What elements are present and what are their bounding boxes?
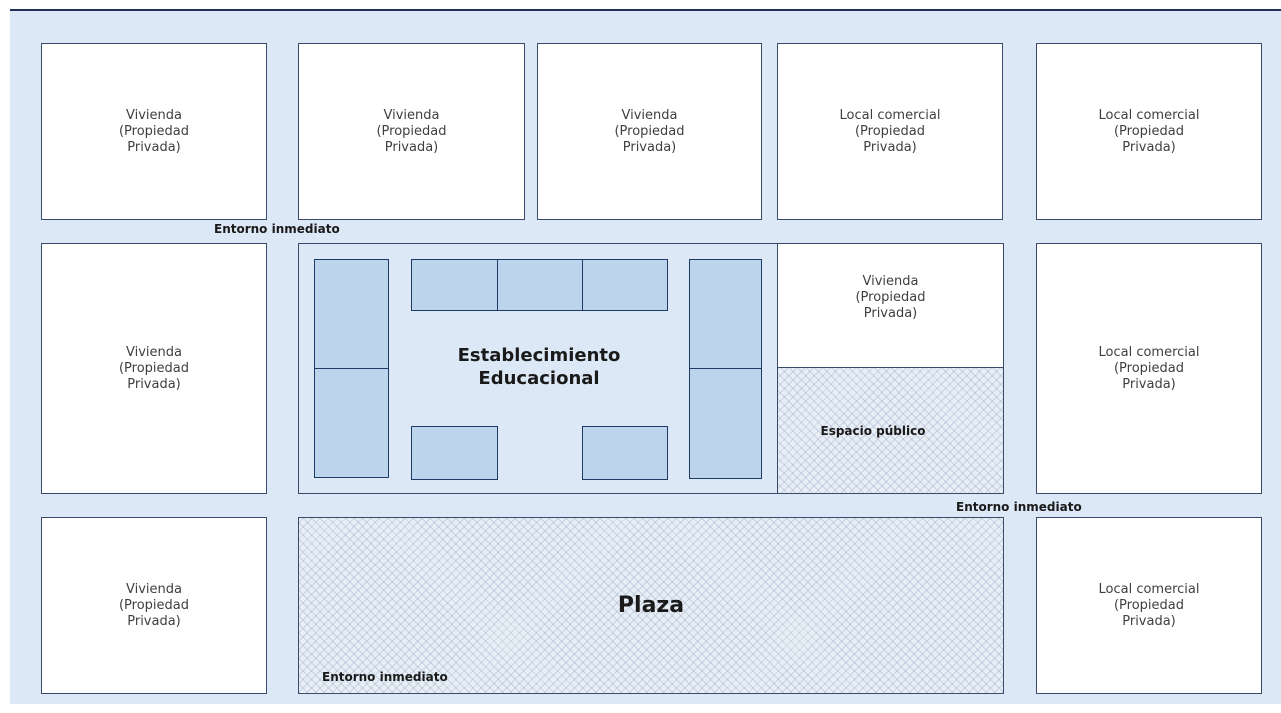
classroom: [689, 259, 762, 369]
block-label: Local comercial (Propiedad Privada): [1098, 344, 1200, 392]
block-label: Vivienda (Propiedad Privada): [118, 344, 190, 392]
classroom: [582, 426, 668, 480]
block-label: Vivienda (Propiedad Privada): [614, 107, 685, 155]
classroom: [314, 368, 389, 478]
classroom: [411, 259, 498, 311]
block-local-r3c5: Local comercial (Propiedad Privada): [1036, 517, 1262, 694]
plaza-label: Plaza: [617, 593, 685, 618]
block-vivienda-r1c3: Vivienda (Propiedad Privada): [537, 43, 762, 220]
block-label: Vivienda (Propiedad Privada): [855, 274, 926, 321]
classroom: [497, 259, 583, 311]
espacio-publico-label: Espacio público: [820, 423, 926, 438]
entorno-label-right: Entorno inmediato: [956, 500, 1082, 514]
block-vivienda-r2c1: Vivienda (Propiedad Privada): [41, 243, 267, 494]
block-label: Local comercial (Propiedad Privada): [839, 107, 941, 155]
block-label: Vivienda (Propiedad Privada): [118, 107, 190, 155]
plaza: Plaza Entorno inmediato: [298, 517, 1004, 694]
block-label: Vivienda (Propiedad Privada): [118, 581, 190, 629]
espacio-publico: Espacio público: [777, 367, 1004, 494]
block-vivienda-r3c1: Vivienda (Propiedad Privada): [41, 517, 267, 694]
block-label: Vivienda (Propiedad Privada): [376, 107, 447, 155]
block-local-r2c5: Local comercial (Propiedad Privada): [1036, 243, 1262, 494]
entorno-label-bottom: Entorno inmediato: [322, 670, 448, 684]
classroom: [582, 259, 668, 311]
school-title: Establecimiento Educacional: [457, 345, 621, 389]
classroom: [689, 368, 762, 479]
block-local-r1c5: Local comercial (Propiedad Privada): [1036, 43, 1262, 220]
classroom: [314, 259, 389, 369]
block-vivienda-r2c4: Vivienda (Propiedad Privada): [777, 243, 1004, 368]
entorno-label-top: Entorno inmediato: [214, 222, 340, 236]
block-label: Local comercial (Propiedad Privada): [1098, 107, 1200, 155]
block-vivienda-r1c2: Vivienda (Propiedad Privada): [298, 43, 525, 220]
block-label: Local comercial (Propiedad Privada): [1098, 581, 1200, 629]
school-block: Establecimiento Educacional: [298, 243, 778, 494]
site-plan: Vivienda (Propiedad Privada) Vivienda (P…: [10, 9, 1281, 704]
classroom: [411, 426, 498, 480]
block-vivienda-r1c1: Vivienda (Propiedad Privada): [41, 43, 267, 220]
block-local-r1c4: Local comercial (Propiedad Privada): [777, 43, 1003, 220]
